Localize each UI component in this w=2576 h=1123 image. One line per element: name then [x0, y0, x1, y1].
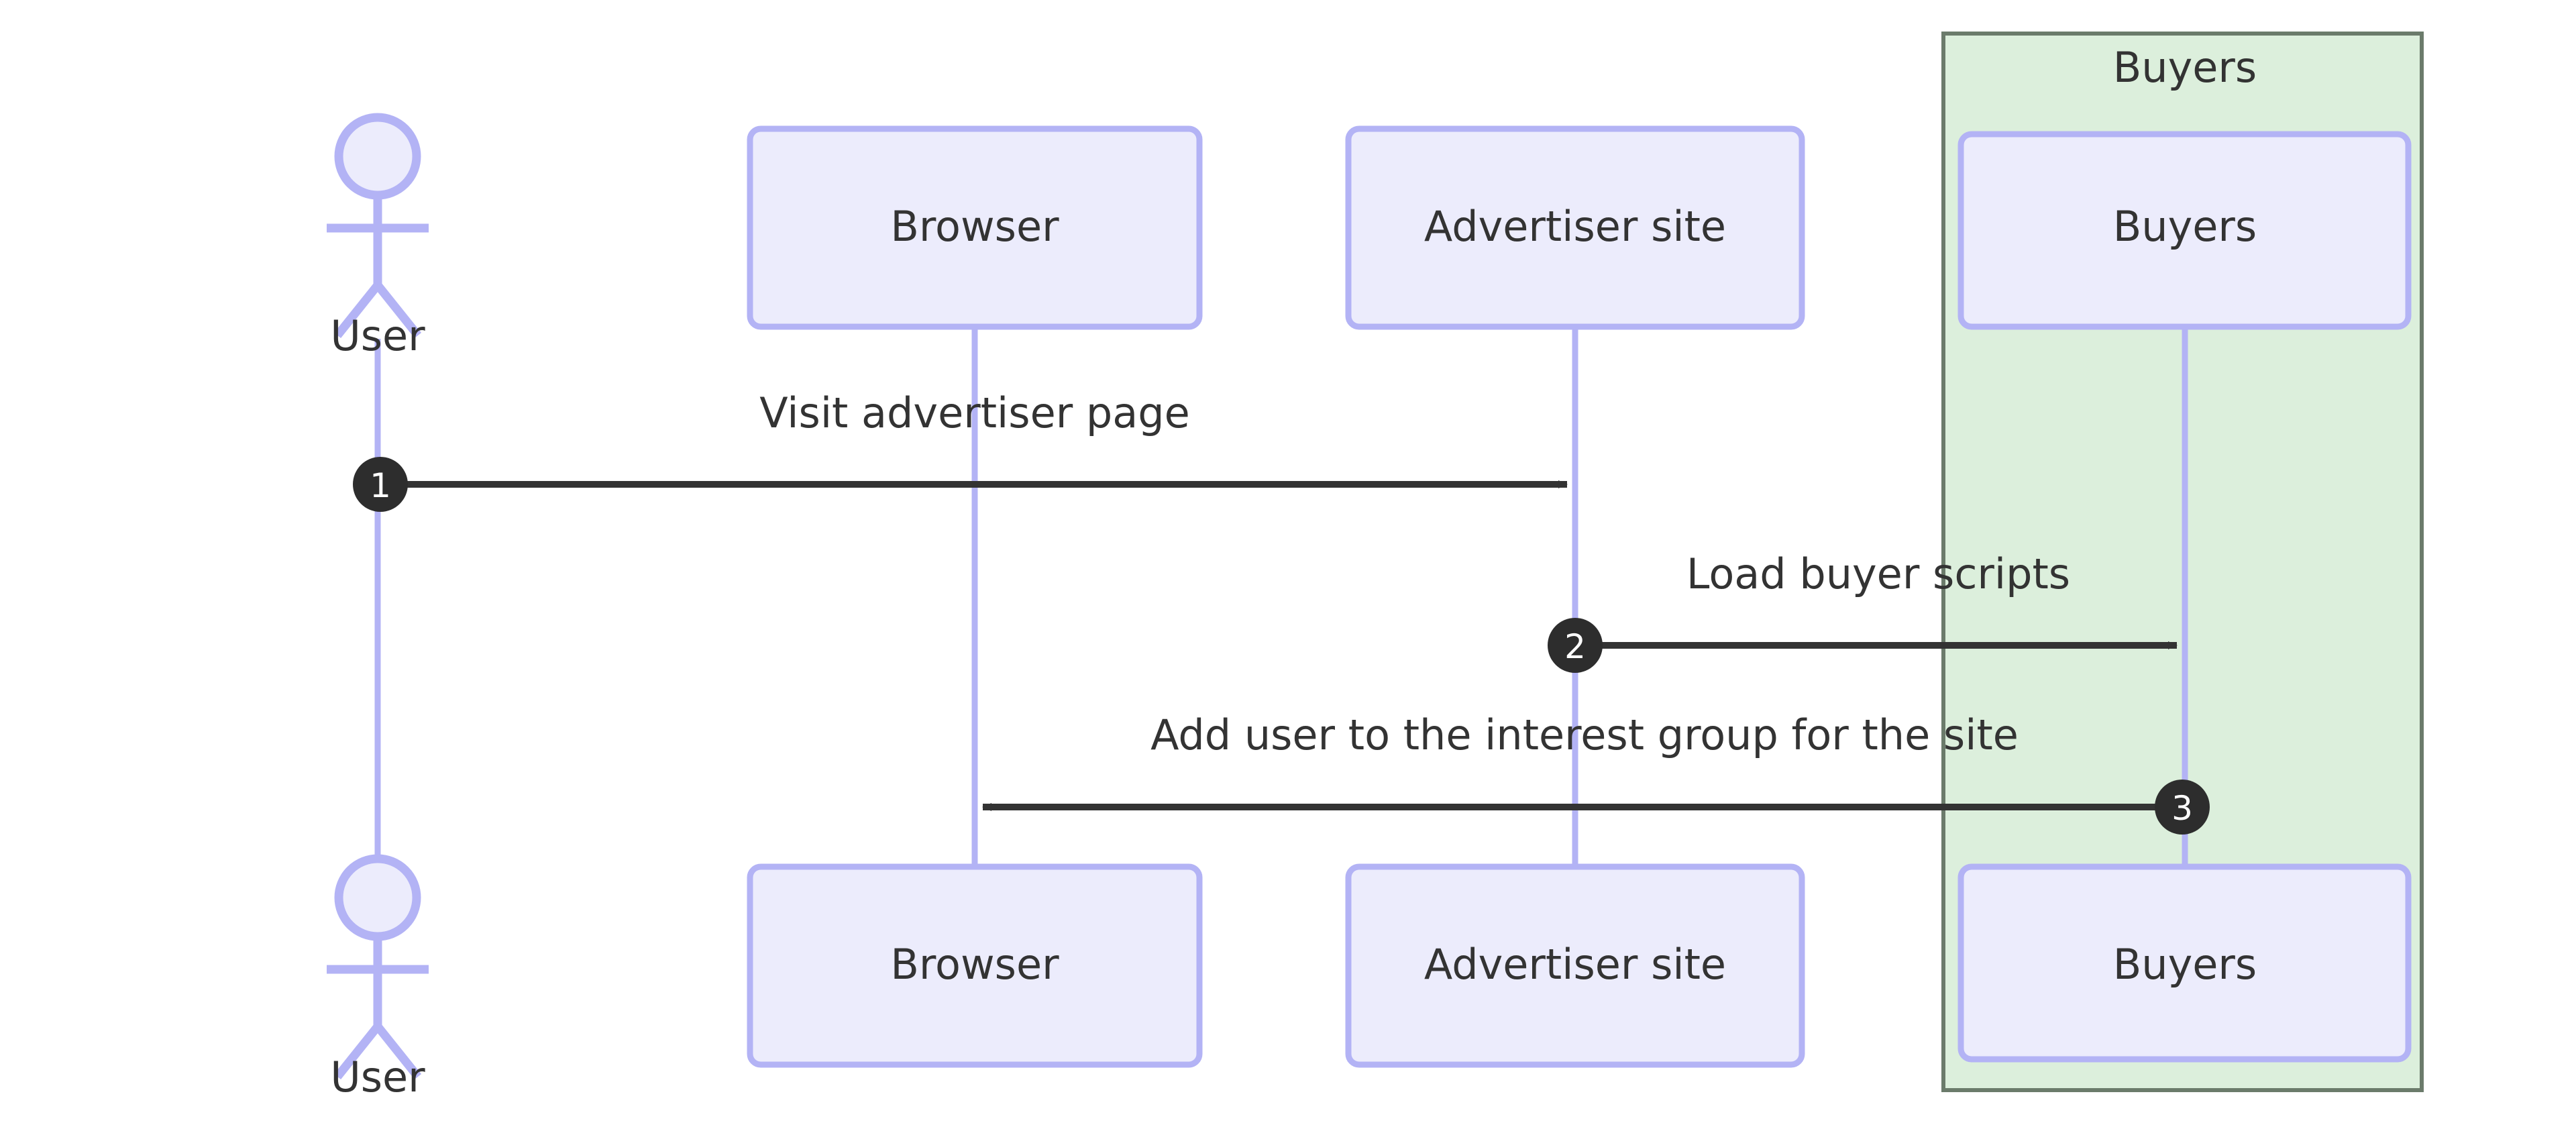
participant-buyers-bottom[interactable]: Buyers — [1957, 863, 2412, 1063]
participant-label-browser-top: Browser — [890, 202, 1059, 251]
sequence-badge-3-label: 3 — [2171, 789, 2193, 828]
participant-user-bottom[interactable]: User — [327, 854, 429, 1102]
sequence-badge-1-label: 1 — [370, 466, 391, 505]
group-box-label: Buyers — [2113, 43, 2257, 92]
participant-label-browser-bottom: Browser — [890, 940, 1059, 989]
message-2[interactable]: Load buyer scripts 2 — [1548, 549, 2178, 673]
participant-advertiser-bottom[interactable]: Advertiser site — [1345, 863, 1805, 1068]
sequence-badge-3-circle — [2155, 780, 2210, 835]
actor-head-icon — [334, 113, 421, 200]
sequence-badge-2-label: 2 — [1564, 627, 1586, 666]
participant-box-browser-bottom — [747, 863, 1203, 1068]
participant-label-user-top: User — [330, 311, 425, 360]
participant-box-advertiser-top — [1345, 125, 1805, 330]
participant-label-advertiser-bottom: Advertiser site — [1424, 940, 1726, 989]
lifelines — [374, 327, 2188, 867]
message-1[interactable]: Visit advertiser page 1 — [353, 388, 1568, 512]
participant-browser-top[interactable]: Browser — [747, 125, 1203, 330]
sequence-badge-1-circle — [353, 457, 408, 512]
participant-user-top[interactable]: User — [327, 113, 429, 360]
participant-label-buyers-top: Buyers — [2113, 202, 2257, 251]
message-label-2: Load buyer scripts — [1686, 549, 2070, 598]
message-3[interactable]: Add user to the interest group for the s… — [982, 710, 2210, 835]
participant-box-buyers-top — [1957, 131, 2412, 330]
participant-browser-bottom[interactable]: Browser — [747, 863, 1203, 1068]
participant-box-advertiser-bottom — [1345, 863, 1805, 1068]
participant-buyers-top[interactable]: Buyers — [1957, 131, 2412, 330]
participant-advertiser-top[interactable]: Advertiser site — [1345, 125, 1805, 330]
participant-label-buyers-bottom: Buyers — [2113, 940, 2257, 989]
message-label-1: Visit advertiser page — [759, 388, 1190, 437]
actor-right-leg-icon — [374, 282, 422, 339]
actor-left-leg-icon — [333, 282, 382, 339]
actor-right-leg-icon — [374, 1023, 422, 1080]
actor-head-icon — [334, 854, 421, 941]
sequence-badge-2-circle — [1548, 618, 1603, 673]
participant-label-advertiser-top: Advertiser site — [1424, 202, 1726, 251]
participant-box-buyers-bottom — [1957, 863, 2412, 1063]
participant-box-browser-top — [747, 125, 1203, 330]
participant-label-user-bottom: User — [330, 1053, 425, 1102]
actor-left-leg-icon — [333, 1023, 382, 1080]
message-label-3: Add user to the interest group for the s… — [1150, 710, 2019, 759]
